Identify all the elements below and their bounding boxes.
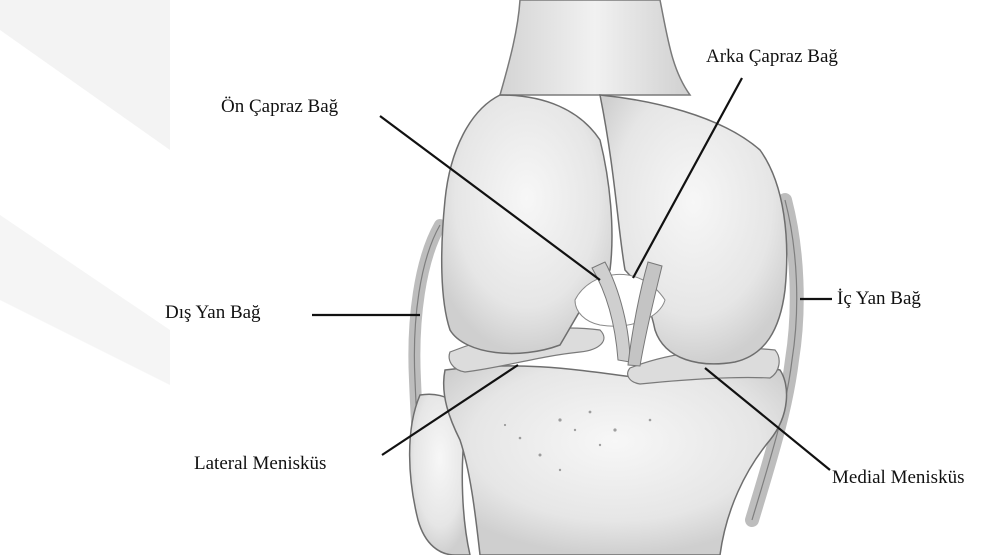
label-posterior-cruciate-ligament: Arka Çapraz Bağ <box>706 46 838 68</box>
label-lateral-meniscus: Lateral Menisküs <box>194 453 326 475</box>
watermark-band <box>0 0 170 150</box>
label-medial-collateral-ligament: İç Yan Bağ <box>837 288 921 310</box>
femur-shaft <box>500 0 690 95</box>
label-lateral-collateral-ligament: Dış Yan Bağ <box>165 302 261 324</box>
tibia <box>444 366 787 555</box>
label-medial-meniscus: Medial Menisküs <box>832 467 964 489</box>
label-anterior-cruciate-ligament: Ön Çapraz Bağ <box>221 96 338 118</box>
watermark-band-lower <box>0 215 170 385</box>
